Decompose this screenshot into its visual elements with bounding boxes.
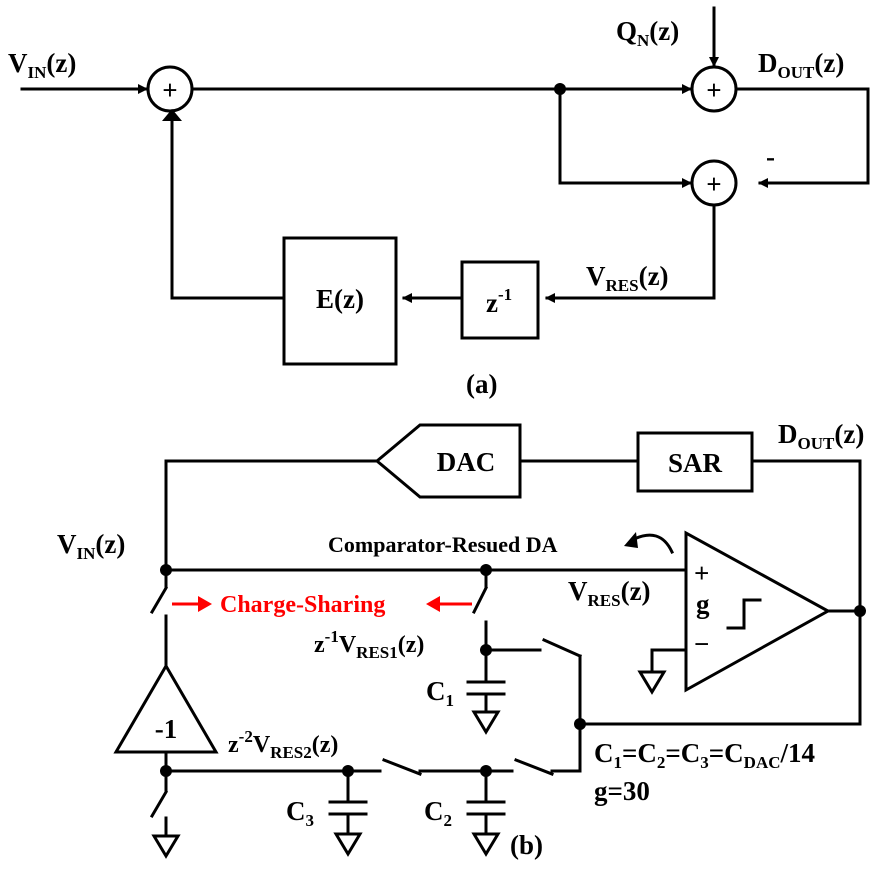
dac-label: DAC xyxy=(437,447,496,477)
comparator-note: Comparator-Resued DA xyxy=(328,532,558,557)
diagram-a: + + + - z-1 E(z) xyxy=(8,6,870,399)
c1-label: C1 xyxy=(426,676,454,710)
caption-b: (b) xyxy=(510,830,543,860)
c2-ground xyxy=(471,832,501,857)
diagram-b: DAC SAR DOUT(z) VIN(z) + g − Comparator-… xyxy=(57,419,866,860)
comp-minus-node-dot xyxy=(574,718,586,730)
c3-ground xyxy=(333,832,363,857)
summing-junction-1: + xyxy=(146,65,194,113)
caption-a: (a) xyxy=(466,369,497,399)
note-curved-arrow xyxy=(629,533,674,554)
z2-vres2-label: z-2VRES2(z) xyxy=(228,727,338,762)
charge-sharing-label: Charge-Sharing xyxy=(220,592,385,618)
inverter-ground xyxy=(151,834,181,859)
dout-label-b: DOUT(z) xyxy=(778,419,864,453)
summing-junction-3: + xyxy=(690,159,738,207)
charge-arrowhead-right xyxy=(198,596,212,612)
inverter-ground-switch xyxy=(149,789,169,819)
comparator-minus: − xyxy=(694,629,709,659)
ground-symbol xyxy=(637,670,667,695)
sar-label: SAR xyxy=(668,448,723,478)
dout-to-sar-wire xyxy=(576,459,862,726)
comparator-plus: + xyxy=(694,558,709,588)
note-arrowhead xyxy=(624,532,638,548)
e-feedback-wire xyxy=(170,118,286,300)
charge-arrowhead-left xyxy=(426,596,440,612)
dout-feedback-wire xyxy=(758,87,870,188)
e-block xyxy=(282,236,398,366)
vin-switch xyxy=(149,585,169,615)
comparator-ground-wire xyxy=(650,648,688,674)
c1-ground xyxy=(471,710,501,735)
vres-label-b: VRES(z) xyxy=(568,576,651,610)
gain-value: g=30 xyxy=(594,776,650,806)
feedback-arrowhead xyxy=(162,109,182,121)
cap-equation: C1=C2=C3=CDAC/14 xyxy=(594,738,815,772)
bottom-switch-2 xyxy=(514,758,554,776)
plus-symbol: + xyxy=(706,169,721,199)
qn-label: QN(z) xyxy=(616,16,679,50)
z1-vres1-label: z-1VRES1(z) xyxy=(314,627,424,662)
c2-label: C2 xyxy=(424,796,452,830)
output-node-dot xyxy=(854,605,866,617)
step-symbol xyxy=(726,598,762,630)
summing-junction-2: + xyxy=(690,65,738,113)
comparator-block xyxy=(684,530,832,693)
vin-label-b: VIN(z) xyxy=(57,529,125,563)
delay-block-label: z-1 xyxy=(486,285,512,318)
e-block-label: E(z) xyxy=(316,284,364,314)
bottom-switch-1 xyxy=(382,758,422,776)
plus-symbol: + xyxy=(162,75,177,105)
comparator-gain: g xyxy=(696,589,710,619)
vres1-switch xyxy=(471,585,489,615)
vres1-switch-b xyxy=(542,638,582,658)
branch-wire xyxy=(558,87,692,188)
dac-to-vin-wire xyxy=(164,459,379,572)
vres-label-a: VRES(z) xyxy=(586,261,669,295)
vres-wire xyxy=(545,203,716,303)
plus-symbol: + xyxy=(706,75,721,105)
minus-sign: - xyxy=(766,142,775,172)
delay-block xyxy=(460,260,540,340)
vin-label-a: VIN(z) xyxy=(8,48,76,82)
dout-label-a: DOUT(z) xyxy=(758,48,844,82)
c3-label: C3 xyxy=(286,796,314,830)
inverter-label: -1 xyxy=(155,714,178,744)
